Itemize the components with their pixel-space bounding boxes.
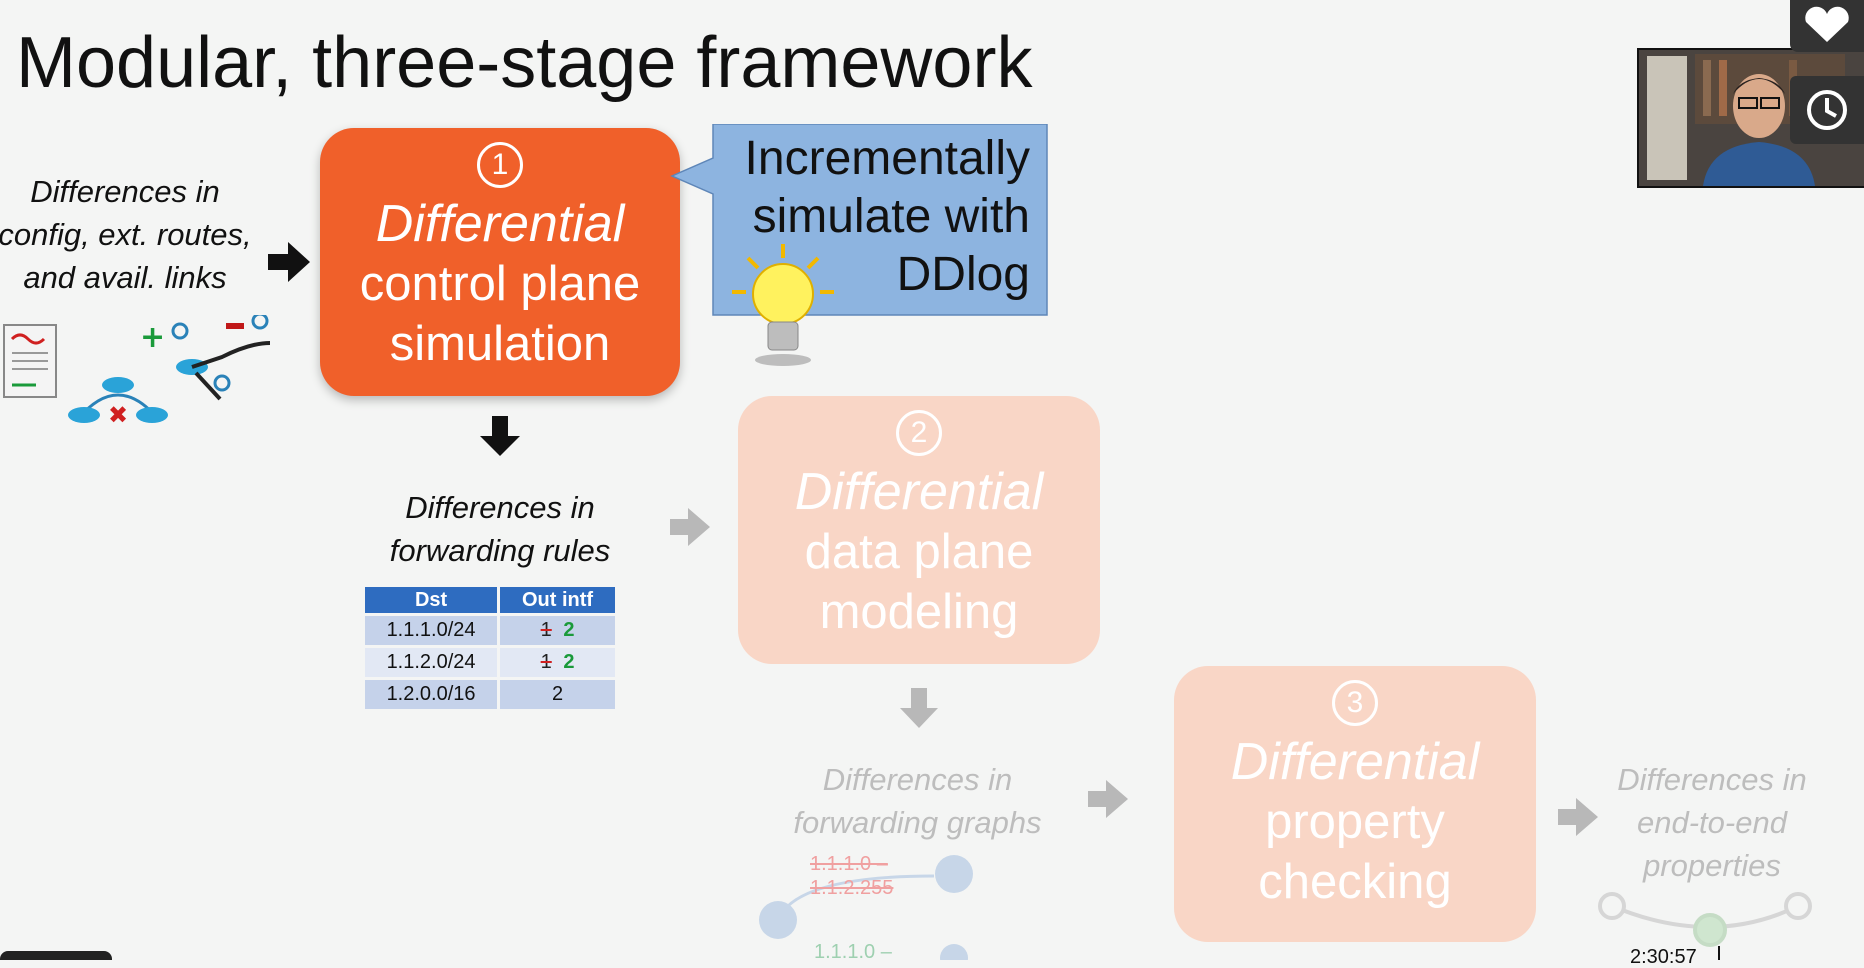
callout-shape [670, 124, 1048, 316]
stage-3-box: 3 Differential property checking [1174, 666, 1536, 942]
table-cell: 1 2 [500, 648, 615, 677]
table-cell: 2 [500, 680, 615, 709]
properties-graph-diagram [1598, 892, 1812, 947]
stage-3-number: 3 [1332, 680, 1378, 726]
svg-text:+: + [140, 320, 165, 355]
forwarding-graph-diagram [759, 855, 973, 960]
table-header-row: Dst Out intf [365, 587, 615, 613]
forwarding-rules-table: Dst Out intf 1.1.1.0/24 1 2 1.1.2.0/24 1… [362, 584, 618, 712]
stage-1-line2: control plane [359, 257, 641, 311]
stage-1-number: 1 [477, 142, 523, 188]
input-differences-label: Differences in config, ext. routes, and … [0, 174, 252, 295]
arrow-right-icon [1558, 798, 1598, 836]
stage-3-title: Differential [1230, 733, 1480, 791]
svg-text:✖: ✖ [108, 401, 128, 429]
stage-1-box: 1 Differential control plane simulation [320, 128, 680, 396]
arrow-down-icon [480, 416, 520, 456]
table-cell: 1.1.1.0/24 [365, 616, 498, 645]
progress-cursor [1718, 946, 1720, 960]
callout-text: Incrementally simulate with DDlog [744, 132, 1030, 301]
table-row: 1.1.1.0/24 1 2 [365, 616, 615, 645]
network-changes-icon: ✖ + [3, 315, 271, 429]
stage-3-line3: checking [1258, 855, 1452, 909]
forwarding-rules-label: Differences in forwarding rules [389, 490, 611, 568]
stage-1-line3: simulation [389, 317, 611, 371]
history-button[interactable] [1790, 76, 1864, 144]
table-cell: 1.2.0.0/16 [365, 680, 498, 709]
stage-2-line2: data plane [804, 525, 1034, 579]
timestamp: 2:30:57 [1630, 946, 1697, 968]
arrow-right-icon [670, 508, 710, 546]
player-control-tab[interactable] [0, 951, 112, 960]
table-header: Out intf [500, 587, 615, 613]
arrow-right-icon [1088, 780, 1128, 818]
stage-2-number: 2 [896, 410, 942, 456]
end-to-end-label: Differences in end-to-end properties [1617, 762, 1807, 883]
stage-2-line3: modeling [819, 585, 1019, 639]
table-header: Dst [365, 587, 498, 613]
stage-2-box: 2 Differential data plane modeling [738, 396, 1100, 664]
graph-added-label: 1.1.1.0 – [814, 941, 892, 963]
slide-title: Modular, three-stage framework [16, 23, 1033, 103]
table-cell: 1.1.2.0/24 [365, 648, 498, 677]
forwarding-graphs-label: Differences in forwarding graphs [793, 762, 1042, 840]
arrow-down-icon [900, 688, 938, 728]
table-row: 1.1.2.0/24 1 2 [365, 648, 615, 677]
reaction-button[interactable] [1790, 0, 1864, 52]
arrow-right-icon [268, 242, 310, 282]
stage-1-title: Differential [375, 195, 625, 253]
graph-removed-label: 1.1.1.0 – 1.1.2.255 [810, 853, 894, 899]
clock-icon [1807, 90, 1847, 130]
stage-2-title: Differential [794, 463, 1044, 521]
lightbulb-icon [732, 244, 834, 366]
stage-3-line2: property [1265, 795, 1445, 849]
table-row: 1.2.0.0/16 2 [365, 680, 615, 709]
heart-icon [1805, 6, 1849, 43]
table-cell: 1 2 [500, 616, 615, 645]
